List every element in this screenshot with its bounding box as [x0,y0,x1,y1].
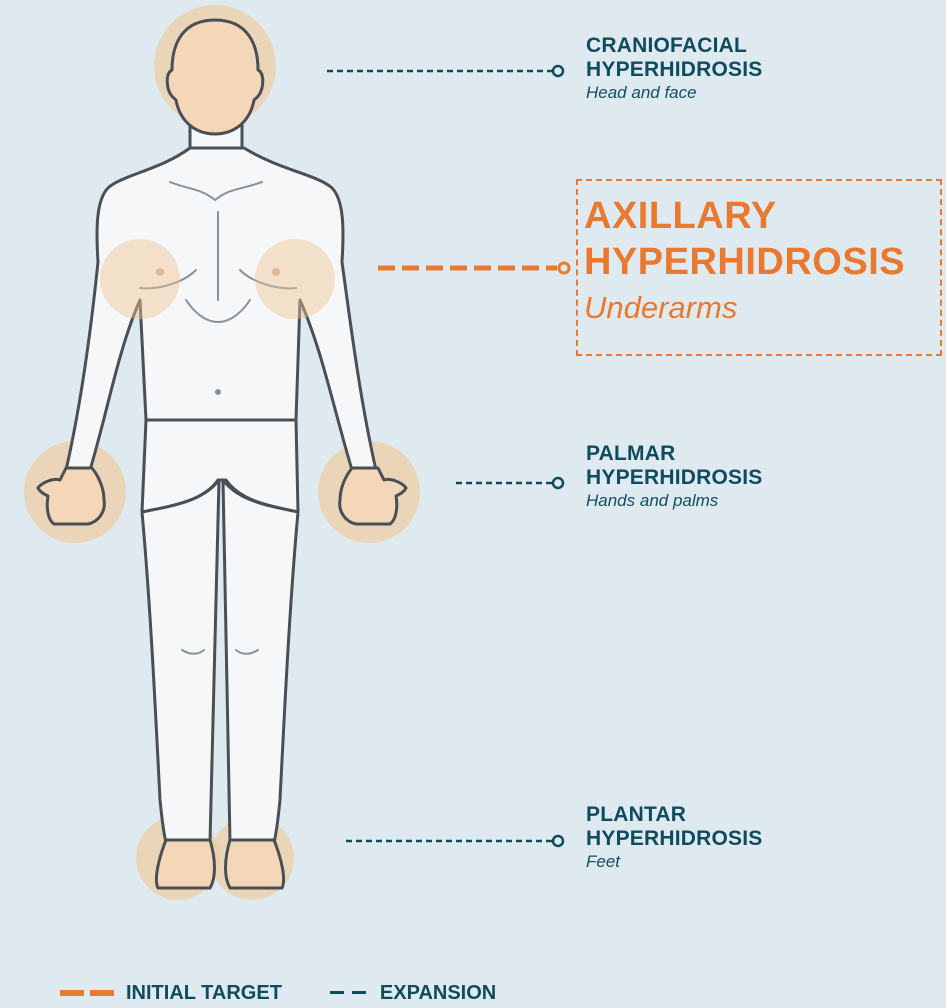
label-plantar: PLANTAR HYPERHIDROSIS Feet [586,803,762,873]
label-axillary-line2: HYPERHIDROSIS [584,239,905,285]
head [167,20,263,134]
zone-left-underarm [100,239,180,319]
leader-palmar-end [553,478,563,488]
right-leg [223,480,298,842]
label-craniofacial-sub: Head and face [586,82,762,104]
zone-right-underarm [255,239,335,319]
human-figure [38,20,406,888]
label-axillary-sub: Underarms [584,287,905,329]
left-leg [142,480,219,842]
legend: INITIAL TARGET EXPANSION [60,978,544,1008]
legend-expansion: EXPANSION [330,982,496,1005]
label-axillary-line1: AXILLARY [584,193,905,239]
label-craniofacial-line1: CRANIOFACIAL [586,34,762,58]
right-foot [226,840,284,888]
legend-initial-swatch-icon [60,988,116,998]
leader-plantar-end [553,836,563,846]
label-palmar-sub: Hands and palms [586,490,762,512]
legend-initial: INITIAL TARGET [60,982,282,1005]
label-craniofacial-line2: HYPERHIDROSIS [586,58,762,82]
label-palmar: PALMAR HYPERHIDROSIS Hands and palms [586,442,762,512]
legend-initial-label: INITIAL TARGET [126,982,282,1005]
label-axillary: AXILLARY HYPERHIDROSIS Underarms [584,193,905,329]
left-foot [156,840,214,888]
label-palmar-line2: HYPERHIDROSIS [586,466,762,490]
label-palmar-line1: PALMAR [586,442,762,466]
legend-expansion-label: EXPANSION [380,982,496,1005]
label-plantar-sub: Feet [586,851,762,873]
label-plantar-line1: PLANTAR [586,803,762,827]
label-plantar-line2: HYPERHIDROSIS [586,827,762,851]
leader-axillary-end [559,263,569,273]
legend-expansion-swatch-icon [330,988,370,998]
label-craniofacial: CRANIOFACIAL HYPERHIDROSIS Head and face [586,34,762,104]
leader-cranio-end [553,66,563,76]
